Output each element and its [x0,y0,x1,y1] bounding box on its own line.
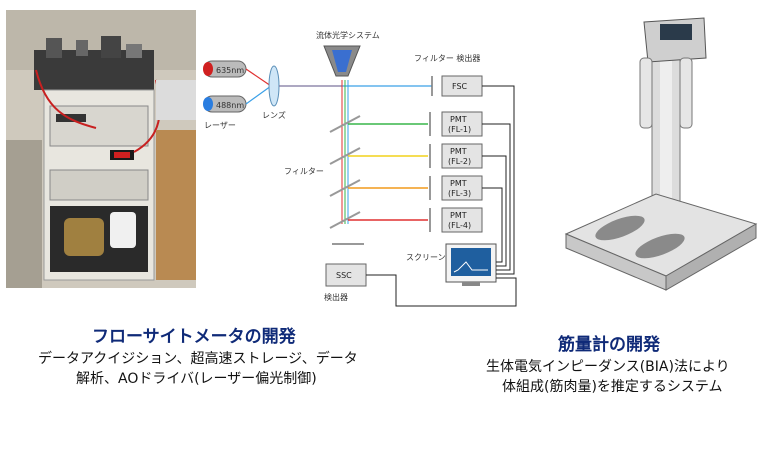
pmt4-label: PMT [450,211,467,220]
left-desc-line2: 解析、AOドライバ(レーザー偏光制御) [76,371,317,387]
pmt4-sub: (FL-4) [448,221,471,230]
filter-detector-label: フィルター 検出器 [414,53,480,63]
lens-label: レンズ [262,110,286,120]
pmt-fl4 [441,207,483,233]
pmt1-sub: (FL-1) [448,125,471,134]
laser-label: レーザー [204,121,236,130]
laser-635-label: 635nm [216,66,244,75]
laser-488 [203,95,247,113]
right-desc-line2: 体組成(筋肉量)を推定するシステム [502,379,723,395]
muscle-mass-meter-image [556,14,768,294]
pmt3-sub: (FL-3) [448,189,471,198]
right-desc-line1: 生体電気インピーダンス(BIA)法により [486,359,730,375]
flow-cytometer-diagram: 流体光学システム フィルター 検出器 635nm 488nm レーザー レンズ … [196,24,528,310]
laser-635 [203,60,247,78]
fsc-label: FSC [452,82,468,91]
fluidics-label: 流体光学システム [316,30,380,40]
detector-label: 検出器 [324,292,348,302]
screen-label: スクリーン [406,253,446,262]
pmt2-sub: (FL-2) [448,157,471,166]
pmt2-label: PMT [450,147,467,156]
pmt-fl2 [441,143,483,169]
flow-cytometer-photo [6,10,196,288]
lens [268,65,280,107]
left-desc-line1: データアクイジション、超高速ストレージ、データ [38,351,358,367]
right-title: 筋量計の開発 [558,335,660,355]
pmt1-label: PMT [450,115,467,124]
filter-label: フィルター [284,167,324,176]
pmt3-label: PMT [450,179,467,188]
ssc-label: SSC [336,271,352,280]
laser-488-label: 488nm [216,101,244,110]
left-title: フローサイトメータの開発 [92,327,296,347]
